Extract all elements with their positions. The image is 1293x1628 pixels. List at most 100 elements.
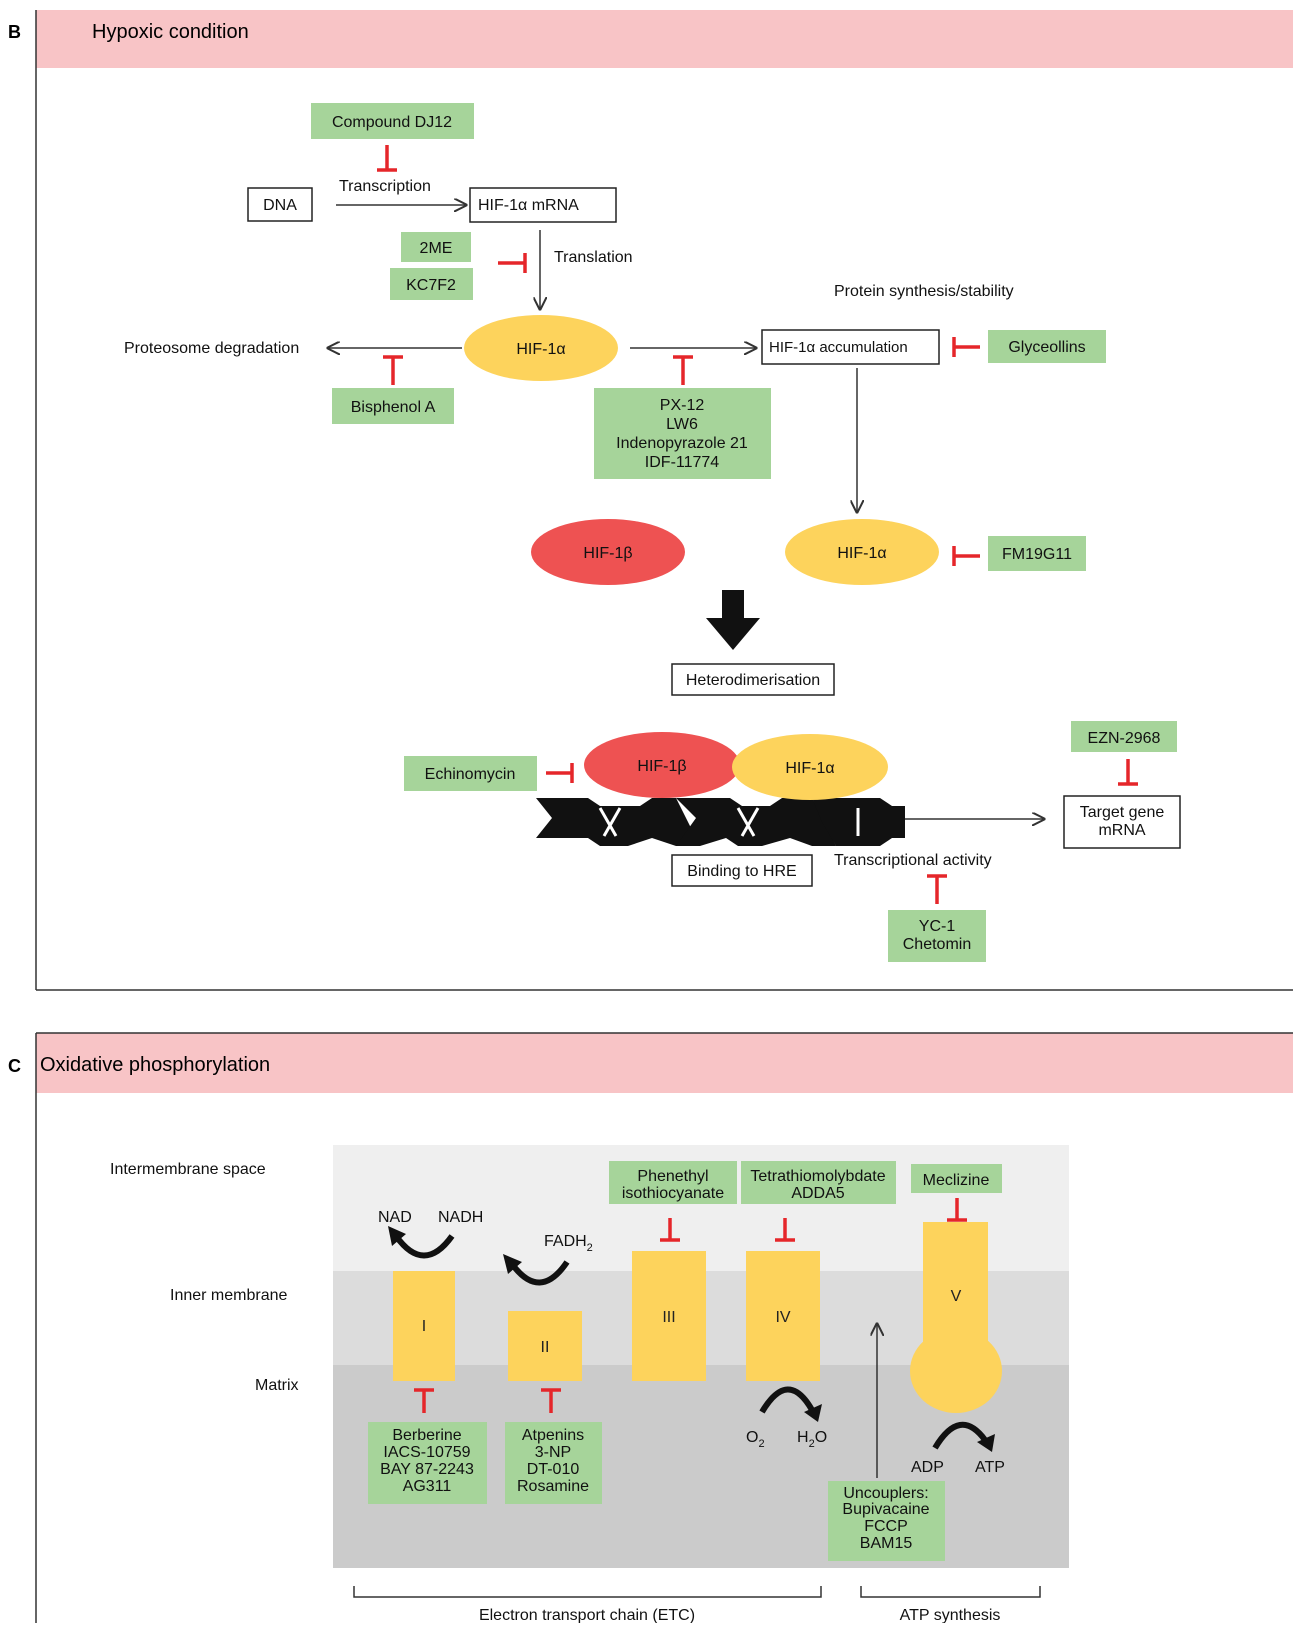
panel-b-title: Hypoxic condition <box>92 21 249 43</box>
panel-b: B Hypoxic condition Compound DJ12 DNA Tr… <box>8 10 1293 991</box>
drug-bisphenol-a-label: Bisphenol A <box>351 399 436 416</box>
panel-b-letter: B <box>8 22 21 42</box>
drug-complex-i-group <box>368 1422 487 1504</box>
drug-ezn2968-label: EZN-2968 <box>1088 730 1161 747</box>
complex-ii-label: II <box>541 1339 550 1356</box>
drug-tetrathiomolybdate: Tetrathiomolybdate <box>750 1168 885 1185</box>
label-etc: Electron transport chain (ETC) <box>479 1607 695 1623</box>
complex-iii-label: III <box>662 1309 675 1326</box>
drug-berberine: Berberine <box>392 1427 461 1444</box>
inhibitor-mark-translation <box>498 253 527 273</box>
node-hif1a-top-label: HIF-1α <box>516 341 565 358</box>
panel-b-banner <box>36 10 1293 68</box>
label-intermembrane-space: Intermembrane space <box>110 1161 266 1178</box>
drug-yc1-chetomin <box>888 910 986 962</box>
drug-dt-010: DT-010 <box>527 1461 580 1478</box>
label-translation: Translation <box>554 249 633 266</box>
complex-ii <box>508 1311 582 1381</box>
drug-rosamine: Rosamine <box>517 1478 589 1495</box>
heterodimerisation-arrow <box>706 590 760 650</box>
complex-i <box>393 1271 455 1381</box>
metabolite-fadh2: FADH2 <box>544 1233 593 1254</box>
bracket-etc <box>353 1586 822 1598</box>
inhibitor-mark-glyceollins <box>952 337 980 357</box>
drug-px12-line1: PX-12 <box>660 397 705 414</box>
node-hif1a-top <box>464 315 618 381</box>
drug-compound-dj12-label: Compound DJ12 <box>332 114 452 131</box>
drug-fccp: FCCP <box>864 1518 908 1535</box>
inhibitor-mark-dj12 <box>377 145 397 172</box>
metabolite-h2o: H2O <box>797 1429 827 1450</box>
drug-iacs-10759: IACS-10759 <box>383 1444 470 1461</box>
inhibitor-mark-echinomycin <box>546 763 574 783</box>
drug-meclizine <box>911 1164 1002 1193</box>
drug-uncouplers-title: Uncouplers: <box>843 1485 928 1502</box>
drug-bam15: BAM15 <box>860 1535 913 1552</box>
inhibitor-mark-fm19g11 <box>952 546 980 566</box>
node-hif1a-accumulation <box>761 329 940 365</box>
node-target-gene-line1: Target gene <box>1080 804 1165 821</box>
drug-phenethyl: Phenethyl <box>637 1168 708 1185</box>
label-protein-synthesis: Protein synthesis/stability <box>834 283 1014 300</box>
node-hif1a-dna <box>732 734 888 800</box>
drug-px12-line4: IDF-11774 <box>645 454 720 471</box>
drug-atpenins: Atpenins <box>522 1427 584 1444</box>
drug-echinomycin-label: Echinomycin <box>425 766 516 783</box>
label-transcription: Transcription <box>339 178 431 195</box>
panel-c-title: Oxidative phosphorylation <box>40 1054 270 1076</box>
drug-fm19g11-label: FM19G11 <box>1002 546 1072 563</box>
inhibitor-mark-complex-v <box>947 1198 967 1222</box>
drug-kc7f2-label: KC7F2 <box>406 277 456 294</box>
drug-3-np: 3-NP <box>535 1444 571 1461</box>
node-target-gene-line2: mRNA <box>1098 822 1145 839</box>
drug-complex-iii-box <box>609 1161 737 1204</box>
drug-bisphenol-a <box>332 388 454 424</box>
dna-helix <box>536 798 905 846</box>
label-atp-synthesis: ATP synthesis <box>900 1607 1001 1623</box>
inhibitor-mark-complex-ii <box>541 1388 561 1413</box>
panel-c: C Oxidative phosphorylation Intermembran… <box>8 1032 1293 1624</box>
complex-i-label: I <box>422 1318 426 1335</box>
node-hif1a-mrna <box>469 187 617 223</box>
bracket-atp-synthesis <box>860 1586 1041 1598</box>
drug-uncouplers-group <box>828 1481 945 1561</box>
curved-arrow-fadh2 <box>503 1254 570 1286</box>
drug-px12-line3: Indenopyrazole 21 <box>616 435 748 452</box>
drug-bay-87-2243: BAY 87-2243 <box>380 1461 474 1478</box>
drug-complex-ii-group <box>505 1422 602 1504</box>
metabolite-atp: ATP <box>975 1459 1005 1476</box>
node-hif1b-mid <box>531 519 685 585</box>
label-transcriptional-activity: Transcriptional activity <box>834 852 992 869</box>
inhibitor-mark-complex-iii <box>660 1218 680 1242</box>
label-proteosome-degradation: Proteosome degradation <box>124 340 299 357</box>
node-dna <box>247 187 313 222</box>
node-dna-label: DNA <box>263 197 297 214</box>
drug-glyceollins <box>988 330 1106 363</box>
inhibitor-mark-px12 <box>673 355 693 385</box>
drug-yc1-line2: Chetomin <box>903 936 971 953</box>
node-hif1b-dna <box>584 732 740 798</box>
complex-v-label: V <box>951 1288 962 1305</box>
metabolite-o2: O2 <box>746 1429 765 1450</box>
label-inner-membrane: Inner membrane <box>170 1287 287 1304</box>
node-hif1a-mid <box>785 519 939 585</box>
complex-v <box>910 1222 1002 1413</box>
metabolite-nad: NAD <box>378 1209 412 1226</box>
node-hif1a-mrna-label: HIF-1α mRNA <box>478 197 579 214</box>
inhibitor-mark-complex-iv <box>775 1218 795 1242</box>
node-heterodimerisation-label: Heterodimerisation <box>686 672 820 689</box>
drug-meclizine-label: Meclizine <box>923 1172 990 1189</box>
label-matrix: Matrix <box>255 1377 299 1394</box>
drug-kc7f2 <box>390 268 473 300</box>
curved-arrow-o2-h2o <box>759 1386 822 1422</box>
complex-iii <box>632 1251 706 1381</box>
drug-px12-line2: LW6 <box>666 416 698 433</box>
inhibitor-mark-ezn2968 <box>1118 759 1138 786</box>
curved-arrow-nadh-nad <box>388 1226 455 1259</box>
drug-bupivacaine: Bupivacaine <box>842 1501 929 1518</box>
drug-px12-group <box>594 388 771 479</box>
drug-fm19g11 <box>988 536 1086 571</box>
drug-isothiocyanate: isothiocyanate <box>622 1185 724 1202</box>
node-hif1a-accumulation-label: HIF-1α accumulation <box>769 339 908 356</box>
panel-c-banner <box>36 1033 1293 1093</box>
